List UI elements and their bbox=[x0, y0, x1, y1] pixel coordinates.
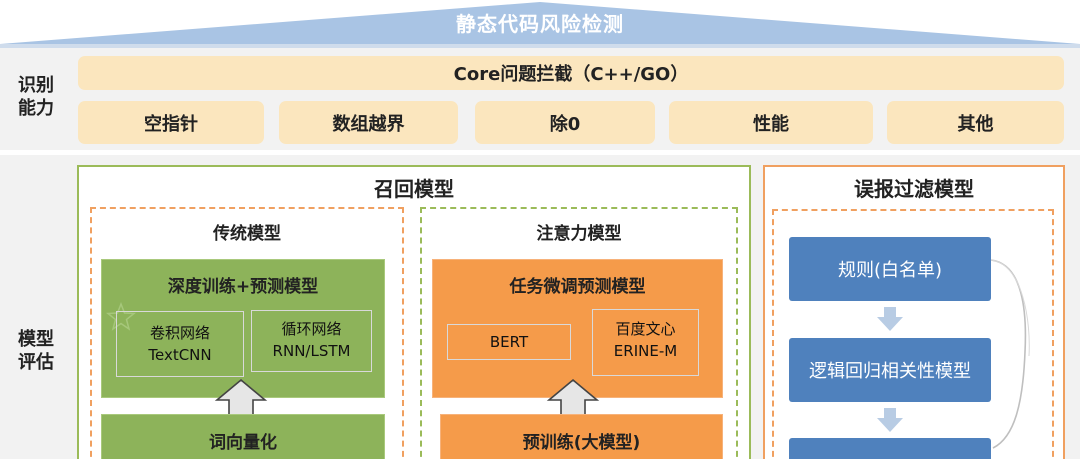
capability-item-performance: 性能 bbox=[669, 101, 873, 144]
textcnn-line1: 卷积网络 bbox=[149, 324, 210, 342]
ernie-line1: 百度文心 bbox=[615, 320, 676, 338]
pretrain-title: 预训练(大模型) bbox=[522, 432, 641, 453]
logistic-regression-box: 逻辑回归相关性模型 bbox=[789, 338, 991, 402]
down-arrow-icon bbox=[877, 307, 903, 331]
rnn-lstm-box: 循环网络 RNN/LSTM bbox=[251, 310, 372, 372]
capability-label-line1: 识别 bbox=[18, 75, 54, 96]
evaluation-label-line2: 评估 bbox=[18, 352, 54, 373]
traditional-model-frame bbox=[90, 207, 404, 459]
fine-tune-title: 任务微调预测模型 bbox=[509, 276, 646, 297]
traditional-model-title: 传统模型 bbox=[213, 223, 281, 244]
pretrain-box: 预训练(大模型) bbox=[440, 414, 723, 459]
recall-model-title: 召回模型 bbox=[374, 176, 454, 201]
banner-roof bbox=[0, 2, 1080, 48]
down-arrow-icon bbox=[877, 408, 903, 432]
deep-training-title: 深度训练+预测模型 bbox=[167, 276, 319, 297]
textcnn-box: 卷积网络 TextCNN bbox=[116, 311, 244, 377]
fine-tune-box: 任务微调预测模型 BERT 百度文心 ERINE-M bbox=[432, 259, 723, 398]
core-interception-pill: Core问题拦截（C++/GO） bbox=[78, 56, 1064, 90]
bert-box: BERT bbox=[447, 324, 571, 360]
feedback-curve bbox=[990, 259, 1030, 449]
evaluation-label: 模型 评估 bbox=[8, 328, 64, 374]
attention-model-frame bbox=[420, 207, 738, 459]
filter-model-panel bbox=[763, 165, 1065, 459]
filter-model-title: 误报过滤模型 bbox=[854, 176, 974, 201]
filter-model-frame bbox=[772, 209, 1054, 459]
rnn-line2: RNN/LSTM bbox=[272, 342, 351, 360]
rnn-line1: 循环网络 bbox=[281, 320, 342, 338]
evaluation-label-line1: 模型 bbox=[18, 329, 54, 350]
capability-item-other: 其他 bbox=[887, 101, 1064, 144]
capability-item-array-bounds: 数组越界 bbox=[279, 101, 458, 144]
word-vector-title: 词向量化 bbox=[209, 432, 277, 453]
up-arrow-icon bbox=[546, 378, 600, 417]
rule-whitelist-box: 规则(白名单) bbox=[789, 237, 991, 301]
filter-next-box bbox=[789, 438, 991, 459]
attention-model-title: 注意力模型 bbox=[536, 223, 622, 244]
word-vector-box: 词向量化 bbox=[101, 414, 385, 459]
capability-item-null-pointer: 空指针 bbox=[78, 101, 264, 144]
banner-title: 静态代码风险检测 bbox=[456, 11, 624, 36]
up-arrow-icon bbox=[214, 378, 268, 417]
textcnn-line2: TextCNN bbox=[148, 346, 212, 364]
capability-label: 识别 能力 bbox=[8, 74, 64, 120]
capability-label-line2: 能力 bbox=[18, 98, 54, 119]
ernie-line2: ERINE-M bbox=[613, 342, 678, 360]
capability-item-divide-zero: 除0 bbox=[475, 101, 655, 144]
star-icon bbox=[106, 302, 136, 331]
ernie-box: 百度文心 ERINE-M bbox=[592, 309, 699, 376]
